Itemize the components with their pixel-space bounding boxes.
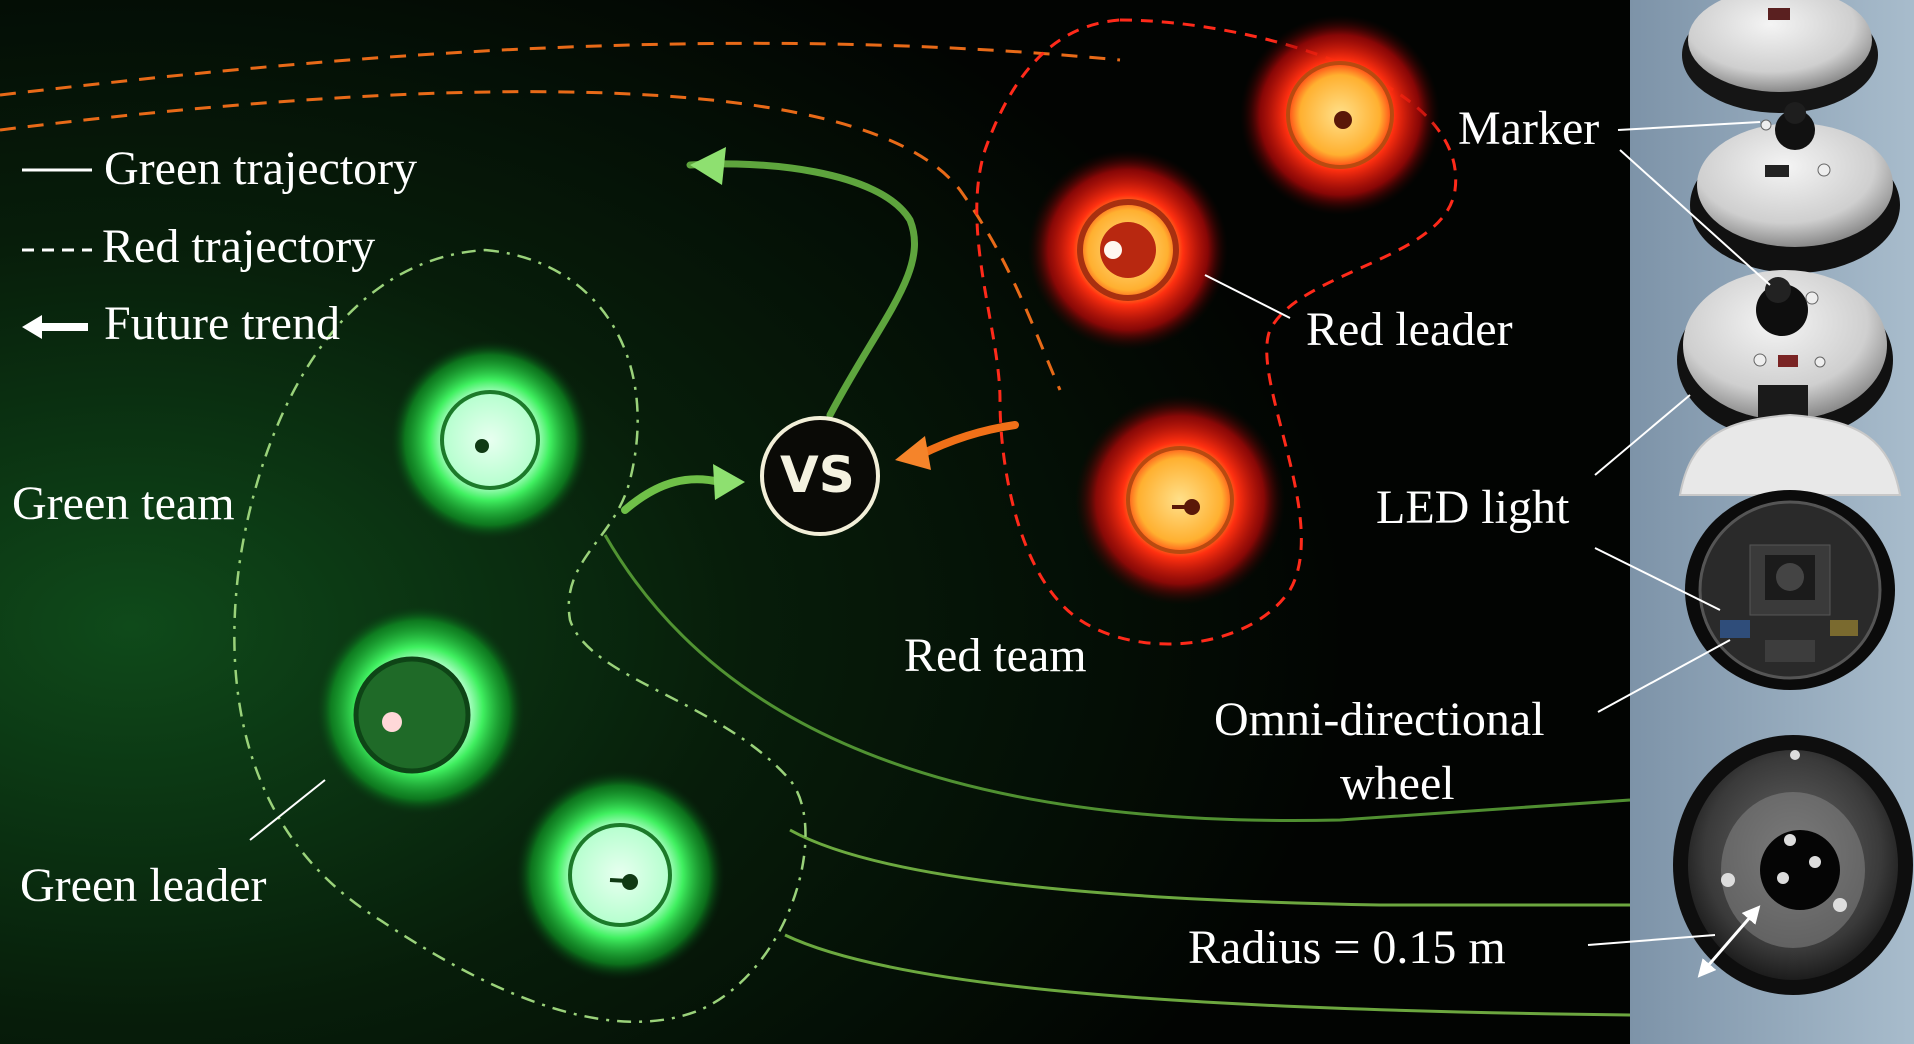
robot-photo-base (1673, 735, 1913, 995)
legend-green-trajectory-label: Green trajectory (104, 142, 418, 195)
led-callout-line-2 (1594, 547, 1721, 611)
red-trajectory-1 (0, 41, 1121, 97)
green-trajectory-3 (784, 933, 1631, 1017)
green-team-boundary (233, 248, 807, 1024)
green-future-arrowhead-top (690, 147, 726, 185)
legend-red-trajectory-label: Red trajectory (102, 220, 376, 273)
red-future-arrowhead (895, 436, 931, 470)
red-future-arrow (916, 421, 1019, 459)
green-leader-pointer (249, 779, 326, 841)
marker-callout-line-2 (1619, 149, 1771, 286)
red-leader-label: Red leader (1306, 303, 1513, 356)
red-team-label: Red team (904, 629, 1087, 682)
green-future-arrowhead-vs (713, 464, 745, 500)
green-robot-leader (315, 605, 525, 815)
green-leader-label: Green leader (20, 859, 267, 912)
green-future-arrow-vs (621, 475, 724, 514)
red-robot-1 (1240, 15, 1440, 215)
red-robot-leader (1028, 150, 1228, 350)
robot-photo-3 (1677, 270, 1893, 440)
vs-circle (760, 416, 880, 536)
green-robot-1 (390, 340, 590, 540)
green-trajectory-2 (789, 828, 1630, 907)
omni-wheel-label-line2: wheel (1340, 757, 1455, 810)
green-trajectory-1 (603, 534, 1631, 823)
led-dome-shell (1678, 413, 1902, 496)
wheel-callout-line (1597, 639, 1731, 713)
legend-future-trend-icon (22, 315, 88, 339)
vs-label: VS (780, 446, 855, 504)
red-team-boundary (975, 18, 1458, 646)
radius-arrow (1697, 905, 1761, 978)
red-trajectory-2 (0, 90, 1062, 391)
led-callout-line (1594, 394, 1691, 476)
red-leader-pointer (1204, 274, 1291, 319)
green-robot-3 (515, 770, 725, 980)
red-robot-3 (1075, 395, 1285, 605)
robot-photo-1 (1682, 0, 1878, 113)
radius-label: Radius = 0.15 m (1188, 921, 1506, 974)
led-light-label: LED light (1376, 481, 1570, 534)
marker-callout-line-1 (1617, 121, 1761, 131)
radius-callout-line (1587, 934, 1716, 946)
green-future-arrow-top (686, 160, 918, 419)
omni-wheel-label-line1: Omni-directional (1214, 693, 1545, 746)
marker-label: Marker (1458, 102, 1600, 155)
legend-future-trend-label: Future trend (104, 297, 340, 350)
robot-photo-2 (1690, 102, 1900, 273)
green-team-label: Green team (12, 477, 235, 530)
robot-photo-internals (1685, 490, 1895, 690)
